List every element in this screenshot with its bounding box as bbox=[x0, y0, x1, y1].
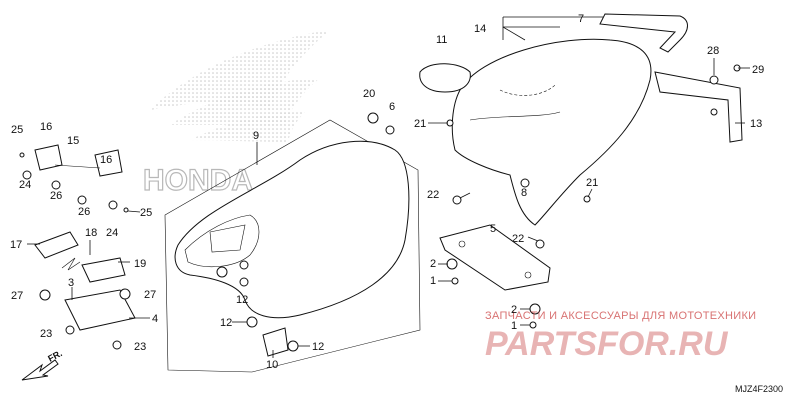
watermark-brand: PARTSFOR.RU bbox=[485, 325, 729, 363]
callout-20: 20 bbox=[363, 88, 375, 100]
callout-14: 14 bbox=[474, 23, 486, 35]
fasteners bbox=[19, 64, 741, 357]
watermark-caption: ЗАПЧАСТИ И АКСЕССУАРЫ ДЛЯ МОТОТЕХНИКИ bbox=[485, 310, 756, 322]
callout-13: 13 bbox=[750, 118, 762, 130]
callout-12: 12 bbox=[220, 317, 232, 329]
callout-3: 3 bbox=[68, 277, 74, 289]
callout-26: 26 bbox=[50, 190, 62, 202]
callout-24: 24 bbox=[106, 227, 118, 239]
callout-23: 23 bbox=[134, 341, 146, 353]
callout-22: 22 bbox=[512, 233, 524, 245]
rear-cowl bbox=[419, 38, 652, 226]
callout-29: 29 bbox=[752, 64, 764, 76]
callout-labels: 1 1 2 2 3 4 5 6 7 8 9 10 11 12 12 12 13 … bbox=[10, 13, 764, 371]
callout-5: 5 bbox=[490, 223, 496, 235]
diagram-code: MJZ4F2300 bbox=[735, 384, 783, 394]
front-arrow-icon: FR. bbox=[21, 348, 64, 381]
lock-bracket bbox=[439, 224, 551, 291]
callout-2: 2 bbox=[511, 304, 517, 316]
callout-26: 26 bbox=[78, 206, 90, 218]
callout-1: 1 bbox=[511, 320, 517, 332]
callout-7: 7 bbox=[578, 13, 584, 25]
callout-25: 25 bbox=[140, 207, 152, 219]
honda-logo: HONDA bbox=[143, 164, 253, 197]
callout-15: 15 bbox=[67, 135, 79, 147]
main-seat bbox=[164, 119, 421, 373]
callout-16: 16 bbox=[100, 154, 112, 166]
callout-27: 27 bbox=[11, 290, 23, 302]
callout-12: 12 bbox=[312, 341, 324, 353]
callout-8: 8 bbox=[521, 187, 527, 199]
callout-4: 4 bbox=[152, 313, 158, 325]
callout-12: 12 bbox=[236, 294, 248, 306]
hinge-mechanism bbox=[34, 144, 136, 331]
callout-10: 10 bbox=[266, 359, 278, 371]
leader-lines bbox=[27, 16, 750, 358]
callout-16: 16 bbox=[40, 121, 52, 133]
callout-21: 21 bbox=[586, 177, 598, 189]
callout-1: 1 bbox=[430, 275, 436, 287]
callout-22: 22 bbox=[427, 189, 439, 201]
front-label: FR. bbox=[46, 348, 63, 364]
grab-rail bbox=[599, 13, 688, 53]
callout-24: 24 bbox=[19, 179, 31, 191]
callout-21: 21 bbox=[414, 118, 426, 130]
callout-28: 28 bbox=[707, 45, 719, 57]
callout-2: 2 bbox=[430, 258, 436, 270]
callout-11: 11 bbox=[436, 34, 447, 46]
honda-wing-watermark: HONDA bbox=[142, 30, 330, 198]
rear-bracket bbox=[654, 71, 743, 143]
callout-25: 25 bbox=[11, 124, 23, 136]
callout-18: 18 bbox=[85, 227, 97, 239]
callout-23: 23 bbox=[40, 328, 52, 340]
callout-6: 6 bbox=[389, 101, 395, 113]
callout-17: 17 bbox=[10, 239, 22, 251]
callout-27: 27 bbox=[144, 289, 156, 301]
callout-19: 19 bbox=[134, 258, 146, 270]
callout-9: 9 bbox=[253, 130, 259, 142]
